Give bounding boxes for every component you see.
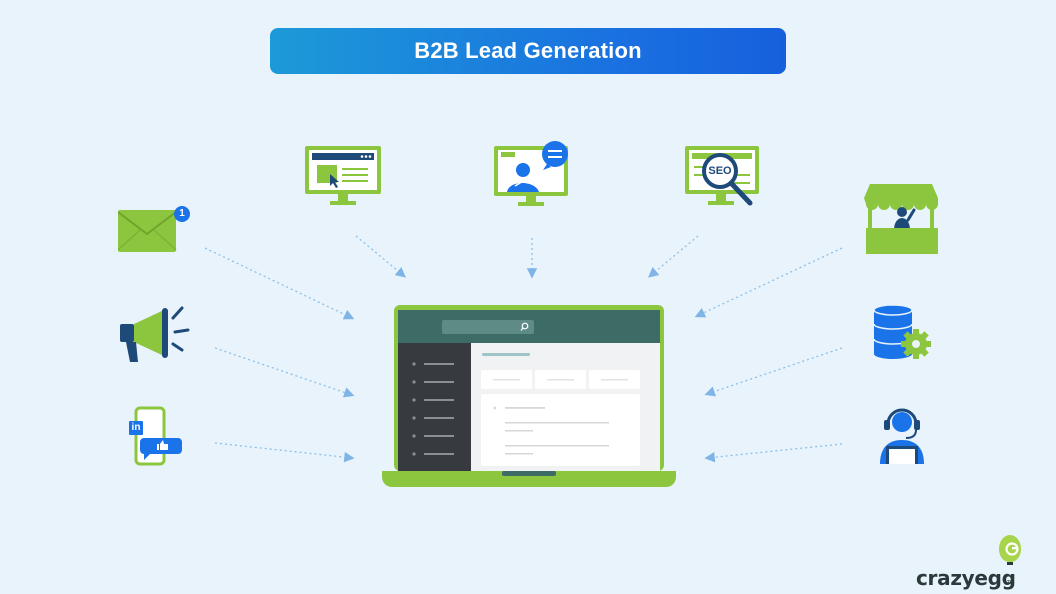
seo-monitor-icon — [685, 146, 759, 206]
webinar-monitor-icon — [494, 141, 568, 206]
title-banner: B2B Lead Generation — [270, 28, 786, 74]
arrow-social — [214, 442, 355, 463]
email-icon — [118, 206, 190, 252]
seo-label: SEO — [708, 165, 732, 177]
website-monitor-icon — [305, 146, 381, 205]
arrow-megaphone — [214, 347, 355, 398]
arrow-event — [694, 247, 843, 318]
database-icon — [873, 304, 931, 359]
support-agent-icon — [880, 408, 924, 464]
page-title: B2B Lead Generation — [414, 38, 642, 63]
event-booth-icon — [864, 184, 938, 254]
crm-laptop-icon — [382, 305, 676, 487]
megaphone-icon — [120, 306, 190, 362]
brand-name: crazyegg — [916, 566, 1016, 590]
arrow-database — [704, 347, 843, 397]
arrow-support — [704, 443, 843, 463]
linkedin-icon: in — [131, 422, 141, 433]
brand-trademark: TM — [1007, 580, 1015, 586]
arrow-email — [204, 247, 355, 320]
arrow-seo — [648, 235, 699, 278]
arrow-website — [355, 235, 406, 278]
email-badge: 1 — [179, 208, 185, 219]
crazyegg-logo-icon — [999, 535, 1021, 565]
social-phone-icon — [129, 406, 182, 466]
